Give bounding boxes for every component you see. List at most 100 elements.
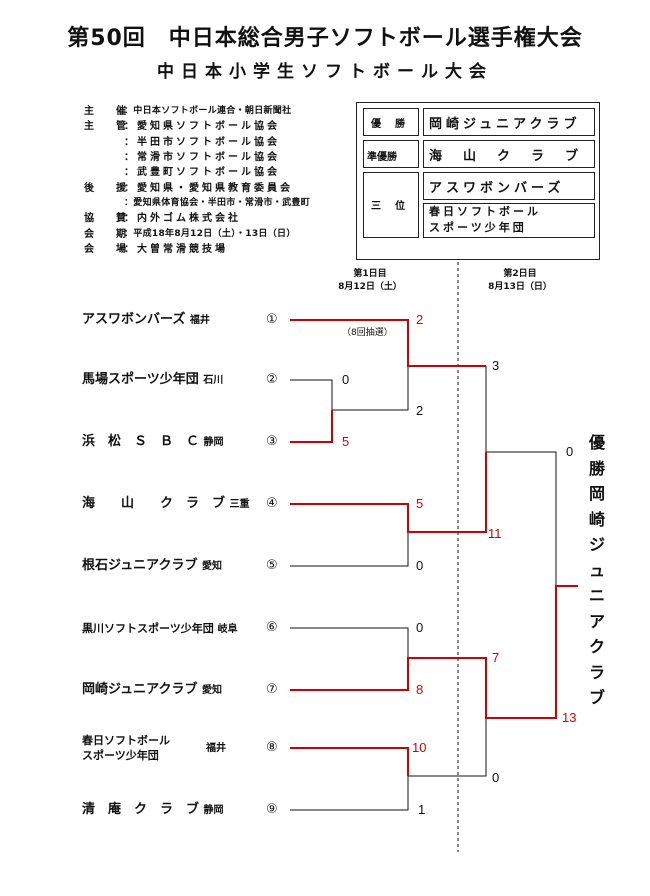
- score: 11: [488, 526, 502, 541]
- score: 2: [416, 403, 424, 418]
- day2-date: 8月13日（日）: [488, 282, 552, 292]
- day2-label: 第2日目: [503, 269, 537, 279]
- score: 1: [418, 802, 426, 817]
- team-name: 馬場スポーツ少年団: [82, 372, 199, 387]
- page-title: 第50回 中日本総合男子ソフトボール選手権大会: [67, 26, 583, 51]
- team-pref: 石川: [203, 375, 224, 386]
- seed-7: ⑦: [266, 682, 278, 697]
- third-label-box: [363, 172, 419, 238]
- third-name-2-line2: スポーツ少年団: [429, 221, 527, 234]
- team-name: アスワボンバーズ: [82, 312, 186, 327]
- winner-label: 優 勝: [371, 119, 407, 130]
- day1-date: 8月12日（土）: [338, 282, 402, 292]
- info-key: 主 催: [84, 106, 132, 118]
- info-value: ：愛知県体育協会・半田市・常滑市・武豊町: [124, 197, 311, 208]
- winner-name-box: [423, 108, 595, 136]
- info-value: ：半田市ソフトボール協会: [124, 136, 280, 148]
- team-name: 浜 松 Ｓ Ｂ Ｃ: [82, 434, 200, 449]
- score: 5: [342, 434, 350, 449]
- score: 13: [562, 710, 577, 725]
- winner-name: 岡崎ジュニアクラブ: [429, 117, 581, 132]
- info-row: 主 管：愛知県ソフトボール協会: [84, 117, 310, 132]
- champion-char: ア: [588, 611, 605, 631]
- score: 5: [416, 496, 424, 511]
- team-pref: 静岡: [203, 437, 224, 448]
- info-row: ：武豊町ソフトボール協会: [84, 163, 310, 178]
- info-row: 後 援：愛知県・愛知県教育委員会: [84, 178, 310, 194]
- score: 10: [412, 740, 427, 755]
- third-name-1: アスワボンバーズ: [429, 181, 565, 196]
- info-value: ：中日本ソフトボール連合・朝日新聞社: [124, 106, 292, 117]
- info-value: ：大曽常滑競技場: [124, 243, 228, 255]
- info-row: 会 場：大曽常滑競技場: [84, 240, 310, 255]
- team-1: アスワボンバーズ 福井: [82, 312, 210, 328]
- seed-6: ⑥: [266, 620, 278, 635]
- champion-char: ブ: [588, 688, 605, 707]
- day2-header: 第2日目 8月13日（日）: [480, 268, 560, 294]
- team-3: 浜 松 Ｓ Ｂ Ｃ 静岡: [82, 434, 224, 450]
- info-key: 後 援: [84, 182, 132, 194]
- score: 7: [492, 650, 500, 665]
- team-6: 黒川ソフトスポーツ少年団 岐阜: [82, 621, 238, 637]
- runnerup-name: 海 山 ク ラ ブ: [429, 149, 583, 164]
- team-pref: 愛知: [201, 561, 222, 572]
- team-name: 海 山 ク ラ ブ: [82, 496, 226, 511]
- team-9: 清 庵 ク ラ ブ 静岡: [82, 802, 224, 818]
- team-2: 馬場スポーツ少年団 石川: [82, 372, 223, 388]
- champion-char: 崎: [588, 509, 605, 529]
- third-name-box-1: [423, 172, 595, 200]
- champion-vertical-text: 優 勝 岡 崎 ジ ュ ニ ア ク ラ ブ: [585, 430, 609, 711]
- runnerup-label-box: [363, 140, 419, 168]
- seed-2: ②: [266, 372, 278, 387]
- score: 0: [492, 770, 500, 785]
- champion-char: ニ: [588, 586, 605, 605]
- score: 0: [416, 620, 424, 635]
- champion-char: 岡: [588, 484, 605, 503]
- info-value: ：愛知県・愛知県教育委員会: [124, 182, 293, 194]
- team-pref: 岐阜: [217, 624, 238, 635]
- info-row: ：愛知県体育協会・半田市・常滑市・武豊町: [84, 194, 310, 209]
- results-panel: 優 勝 岡崎ジュニアクラブ 準優勝 海 山 ク ラ ブ 三 位 アスワボンバーズ…: [356, 102, 600, 260]
- team-pref: 福井: [189, 315, 210, 326]
- score: 2: [416, 312, 424, 327]
- team-pref: 静岡: [203, 805, 224, 816]
- team-pref: 三重: [229, 499, 250, 510]
- info-key: 会 場: [84, 243, 132, 255]
- info-key: 協 賛: [84, 213, 132, 225]
- lottery-note: （8回抽選）: [342, 328, 393, 338]
- info-value: ：愛知県ソフトボール協会: [124, 121, 280, 133]
- score: 0: [566, 444, 574, 459]
- seed-9: ⑨: [266, 802, 278, 817]
- team-7: 岡崎ジュニアクラブ 愛知: [82, 682, 222, 698]
- info-row: 主 催：中日本ソフトボール連合・朝日新聞社: [84, 102, 310, 117]
- info-value: ：平成18年8月12日（土）・13日（日）: [124, 228, 296, 239]
- score: 0: [342, 372, 350, 387]
- third-name-box-2: [423, 203, 595, 238]
- team-name: 岡崎ジュニアクラブ: [82, 682, 198, 697]
- info-row: ：半田市ソフトボール協会: [84, 133, 310, 148]
- champion-char: 優: [588, 433, 605, 452]
- info-value: ：常滑市ソフトボール協会: [124, 152, 280, 164]
- champion-char: ク: [588, 637, 605, 656]
- event-info: 主 催：中日本ソフトボール連合・朝日新聞社 主 管：愛知県ソフトボール協会 ：半…: [84, 102, 310, 255]
- team-4: 海 山 ク ラ ブ 三重: [82, 496, 250, 512]
- team-name: 清 庵 ク ラ ブ: [82, 802, 200, 817]
- seed-5: ⑤: [266, 558, 278, 573]
- score: 8: [416, 682, 424, 697]
- winner-label-box: [363, 108, 419, 136]
- champion-char: ュ: [588, 560, 605, 580]
- team-5: 根石ジュニアクラブ 愛知: [82, 558, 222, 574]
- info-value: ：内外ゴム株式会社: [124, 213, 241, 225]
- score: 0: [416, 558, 424, 573]
- third-name-2-line1: 春日ソフトボール: [429, 205, 541, 218]
- third-label: 三 位: [371, 201, 407, 212]
- page-subtitle: 中日本小学生ソフトボール大会: [157, 62, 493, 82]
- seed-8: ⑧: [266, 740, 278, 755]
- seed-1: ①: [266, 312, 278, 327]
- day1-header: 第1日目 8月12日（土）: [330, 268, 410, 294]
- info-key: 会 期: [84, 228, 132, 240]
- team-8-pref: 福井: [206, 743, 226, 754]
- champion-char: 勝: [588, 458, 605, 478]
- runnerup-label: 準優勝: [367, 152, 397, 163]
